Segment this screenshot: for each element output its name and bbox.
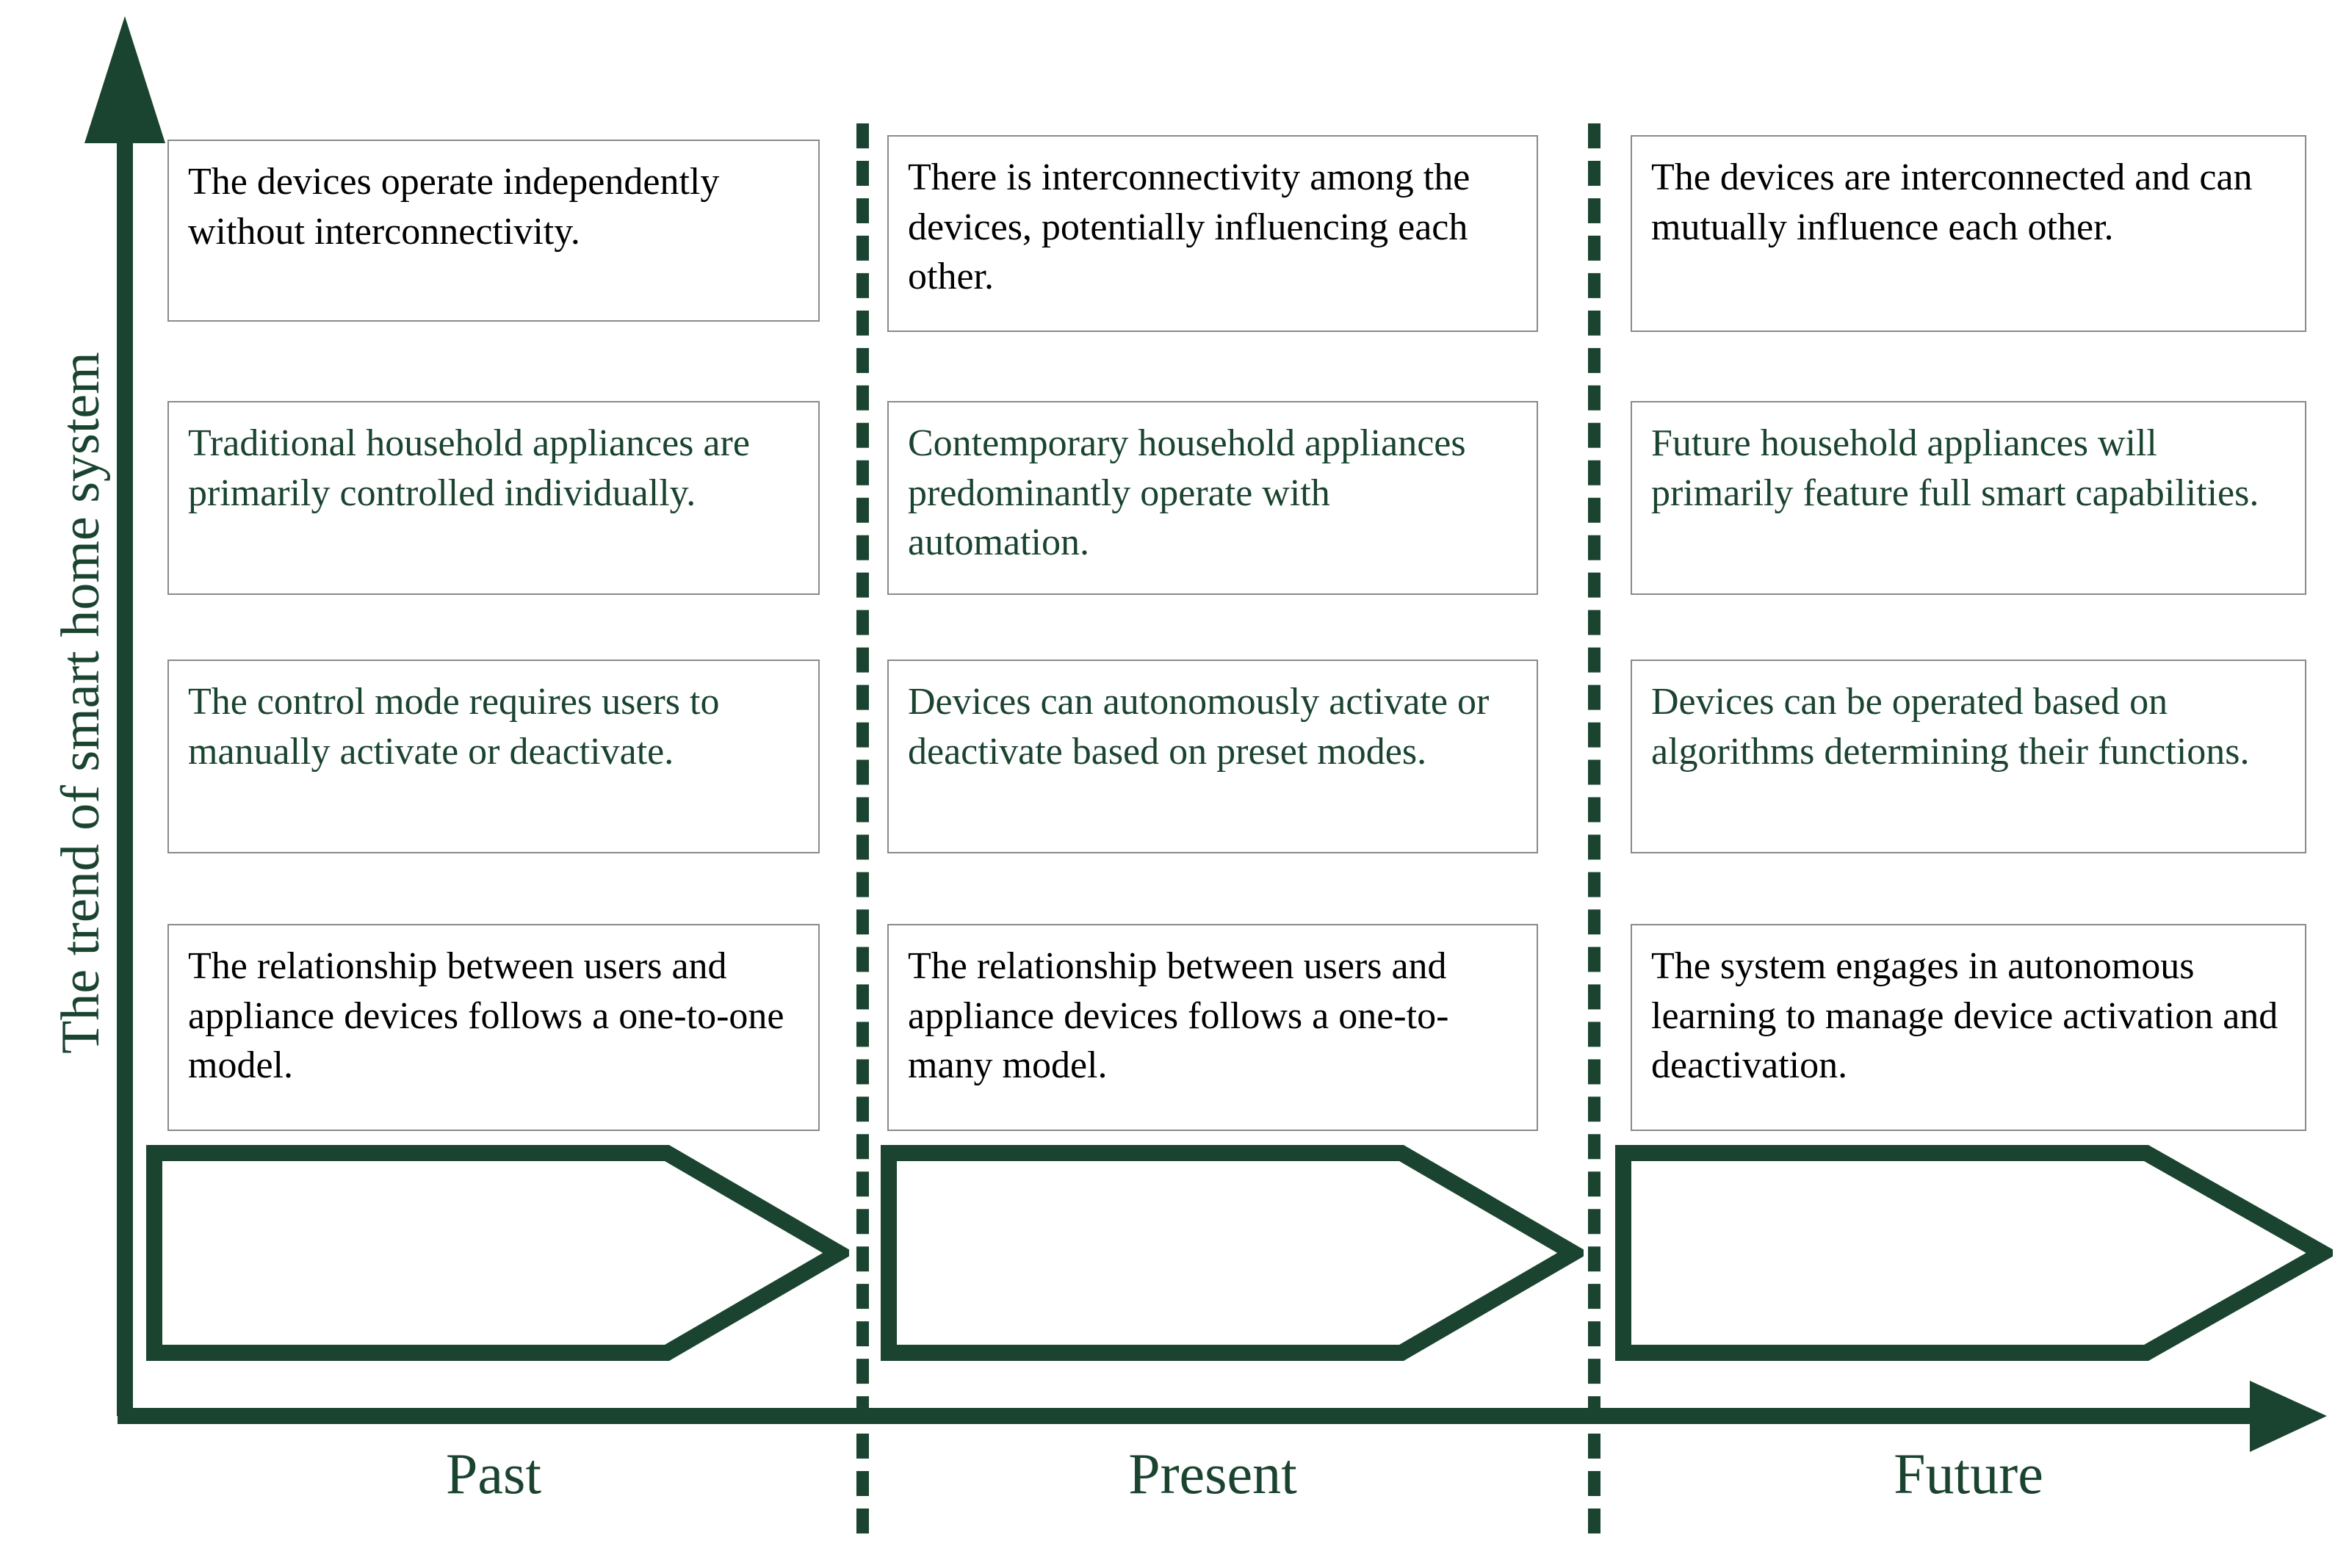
cell-future-control-mode[interactable]: Devices can be operated based on algorit…: [1631, 660, 2306, 853]
cell-future-interconnectivity[interactable]: The devices are interconnected and can m…: [1631, 135, 2306, 332]
arrow-future: [1613, 1143, 2333, 1363]
column-divider-past-present: [856, 123, 869, 1533]
x-axis-label-future: Future: [1894, 1442, 2043, 1506]
y-axis-label: The trend of smart home system: [51, 352, 111, 1054]
cell-future-appliances[interactable]: Future household appliances will primari…: [1631, 401, 2306, 595]
cell-present-interconnectivity[interactable]: There is interconnectivity among the dev…: [887, 135, 1538, 332]
cell-past-control-mode[interactable]: The control mode requires users to manua…: [167, 660, 820, 853]
column-divider-present-future: [1588, 123, 1600, 1533]
y-axis-arrowhead: [84, 16, 165, 143]
cell-past-relationship[interactable]: The relationship between users and appli…: [167, 924, 820, 1131]
cell-present-appliances[interactable]: Contemporary household appliances predom…: [887, 401, 1538, 595]
x-axis-label-present: Present: [1128, 1442, 1297, 1506]
cell-present-control-mode[interactable]: Devices can autonomously activate or dea…: [887, 660, 1538, 853]
cell-future-relationship[interactable]: The system engages in autonomous learnin…: [1631, 924, 2306, 1131]
arrow-present: [878, 1143, 1584, 1363]
arrow-past: [144, 1143, 849, 1363]
cell-present-relationship[interactable]: The relationship between users and appli…: [887, 924, 1538, 1131]
x-axis-label-past: Past: [445, 1442, 542, 1506]
cell-past-interconnectivity[interactable]: The devices operate independently withou…: [167, 140, 820, 322]
cell-past-appliances[interactable]: Traditional household appliances are pri…: [167, 401, 820, 595]
